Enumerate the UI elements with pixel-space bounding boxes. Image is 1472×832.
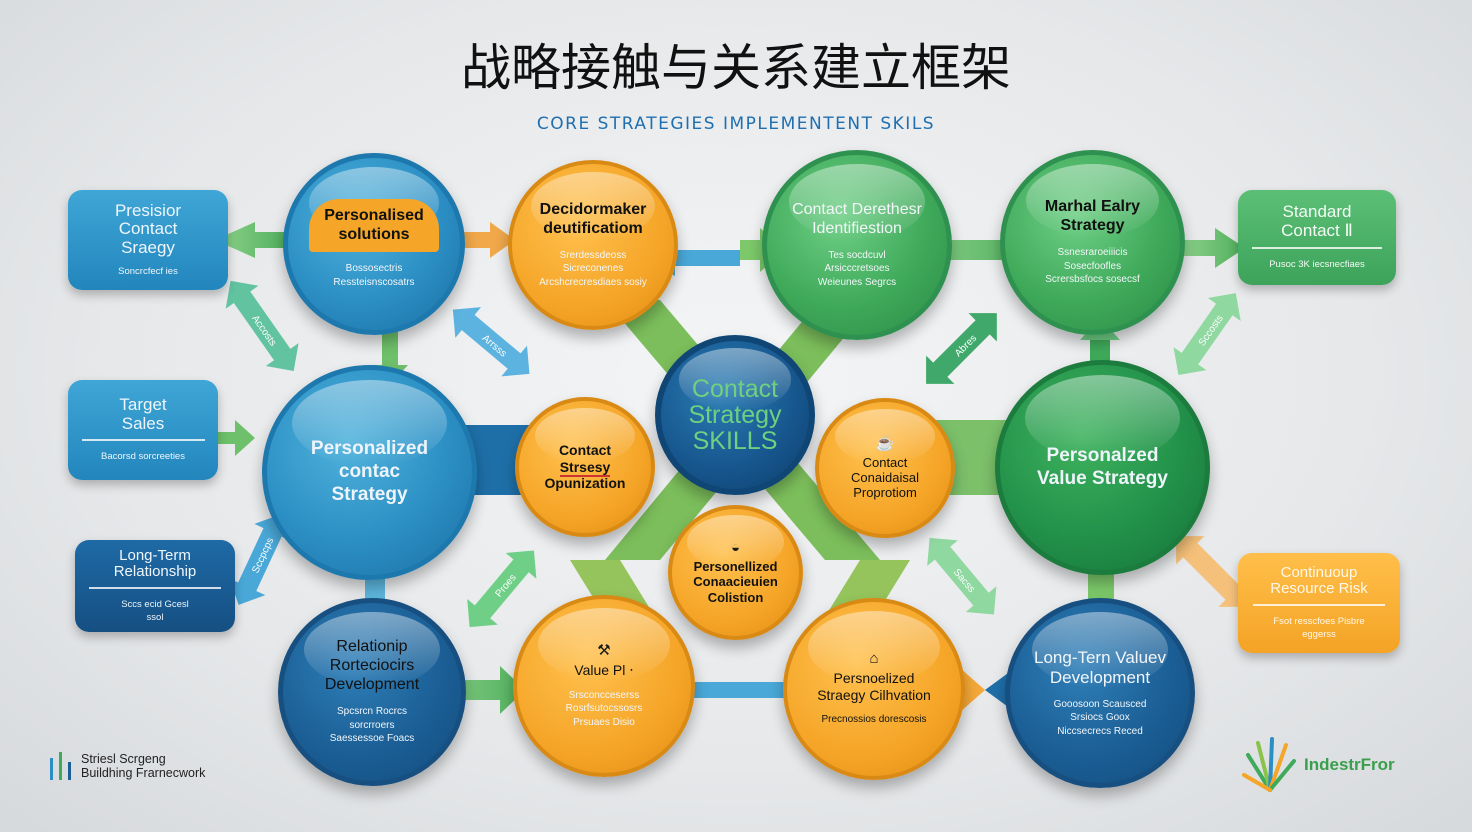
box-continuous-resource: Continuoup Resource Risk Fsot resscfoes … [1238, 553, 1400, 653]
box-title: Presisior Contact Sraegy [114, 200, 182, 257]
circle-title: Contact Conaidaisal Proprotiom [851, 454, 919, 501]
brand-text: IndestrFror [1304, 755, 1395, 774]
box-target-sales: Target Sales Bacorsd sorcreeties [68, 380, 218, 480]
brand-text: Striesl Scrgeng Buildhing Frarnecwork [81, 752, 205, 781]
diagonal-arrow [926, 313, 997, 384]
circle-personalized-contact-strategy: Personalized contac Strategy [262, 365, 477, 580]
circle-caption: Srerdessdeoss Sicreconenes Arcshcrecresd… [539, 249, 647, 288]
diagonal-arrow [225, 280, 299, 371]
circle-caption: Gooosoon Scausced Srsiocs Goox Niccsecre… [1053, 698, 1147, 737]
circle-long-term-value-development: Long-Tern Valuev Development Gooosoon Sc… [1005, 598, 1195, 788]
divider [89, 586, 221, 589]
circle-contact-optimization: Contact Strsesy Opunization [515, 397, 655, 537]
circle-title-1: Contact [558, 442, 612, 459]
circle-personalized-value-strategy: Personalzed Value Strategy [995, 360, 1210, 575]
circle-caption: Tes socdcuvl Arsicccretsoes Weieunes Seg… [817, 249, 897, 288]
box-caption: Pusoc 3K iecsnecfiaes [1269, 258, 1365, 270]
page-title: 战略接触与关系建立框架 [461, 39, 1011, 97]
circle-title: Decidormaker deutificatiom [539, 200, 647, 237]
circle-caption: Spcsrcn Rocrcs sorcrroers Saessessoe Foa… [329, 706, 415, 745]
circle-caption: Bossosectris Ressteisnscosatrs [333, 263, 415, 288]
circle-title-2: Strsesy [559, 458, 611, 477]
circle-title-3: Opunization [544, 475, 626, 492]
circle-decision-maker: Decidormaker deutificatiom Srerdessdeoss… [508, 160, 678, 330]
box-title: Standard Contact Ⅱ [1281, 202, 1353, 241]
circle-contact-proposition: ☕ Contact Conaidaisal Proprotiom [815, 398, 955, 538]
box-standard-contact: Standard Contact Ⅱ Pusoc 3K iecsnecfiaes [1238, 190, 1396, 285]
diagonal-arrow [927, 537, 997, 615]
diagonal-arrow [452, 307, 530, 377]
box-caption: Soncrcfecf ies [118, 265, 178, 277]
page-subtitle: CORE STRATEGIES IMPLEMENTENT SKILS [536, 114, 936, 134]
arrow-right [1180, 228, 1245, 268]
circle-value-pi: ⚒ Value Pl ‧ Srsconcceserss Rosrfsutocss… [513, 595, 695, 777]
brand-line-1: Striesl Scrgeng [81, 752, 166, 766]
arrow-right [460, 222, 515, 258]
circle-title: Long-Tern Valuev Development [1034, 647, 1166, 687]
diagonal-arrow [1173, 293, 1241, 376]
circle-market-entry-strategy: Marhal Ealry Strategy Ssnesraroeiiicis S… [1000, 150, 1185, 335]
circle-center-contact-strategy-skills: Contact Strategy SKILLS [655, 335, 815, 495]
center-title: Contact Strategy SKILLS [688, 374, 782, 456]
box-caption: Bacorsd sorcreeties [101, 451, 185, 463]
circle-title: Persnoelized Straegy Cilhvation [817, 670, 931, 703]
box-title: Long-Term Relationship [113, 546, 197, 581]
house-icon: ⌂ [869, 650, 879, 668]
bars-icon [50, 752, 71, 781]
circle-caption: Srsconcceserss Rosrfsutocssosrs Prsuaes … [565, 689, 643, 728]
arrow-left [648, 672, 805, 708]
fan-icon [1242, 737, 1296, 792]
hammer-icon: ⚒ [597, 641, 611, 659]
box-title: Continuoup Resource Risk [1270, 563, 1368, 598]
arrow-right [210, 420, 255, 456]
circle-contact-identification: Contact Derethesr Identifiestion Tes soc… [762, 150, 952, 340]
bowl-icon: ◒ [730, 539, 741, 556]
circle-title: Contact Derethesr Identifiestion [792, 200, 922, 237]
box-title: Target Sales [119, 394, 167, 433]
circle-personalised-solutions: Personalised solutions Bossosectris Ress… [283, 153, 465, 335]
brand-logo-right: IndestrFror [1240, 735, 1395, 795]
arrow-right [910, 226, 1035, 274]
diagonal-arrow [1176, 536, 1247, 607]
circle-strategy-cultivation: ⌂ Persnoelized Straegy Cilhvation Precno… [783, 598, 965, 780]
circle-title: Marhal Ealry Strategy [1044, 198, 1141, 235]
divider [1252, 246, 1382, 249]
circle-personalized-collection: ◒ Personellized Conaacieuien Colistion [668, 505, 803, 640]
circle-title: Personellized Conaacieuien Colistion [693, 559, 778, 605]
brand-logo-left: Striesl Scrgeng Buildhing Frarnecwork [50, 752, 205, 781]
box-long-term-relationship: Long-Term Relationship Sccs ecid Gcesl s… [75, 540, 235, 632]
divider [81, 439, 205, 442]
circle-title: Personalised solutions [309, 198, 439, 253]
circle-caption: Precnossios dorescosis [821, 714, 927, 726]
divider [1252, 603, 1386, 606]
circle-title: Relationip Rorteciocirs Development [324, 638, 420, 694]
box-caption: Sccs ecid Gcesl ssol [121, 598, 189, 623]
diagonal-arrow [467, 550, 537, 628]
circle-caption: Ssnesraroeiiicis Sosecfoofles Scrersbsfo… [1045, 247, 1140, 286]
cup-icon: ☕ [875, 434, 895, 452]
brand-line-2: Buildhing Frarnecwork [81, 766, 206, 781]
box-caption: Fsot resscfoes Pisbre eggerss [1273, 615, 1365, 640]
circle-relationship-development: Relationip Rorteciocirs Development Spcs… [278, 598, 466, 786]
circle-title: Personalized contac Strategy [310, 438, 429, 505]
diagonal-arrow [229, 514, 291, 605]
arrow-right [215, 222, 290, 258]
circle-title: Value Pl ‧ [574, 661, 634, 678]
circle-title: Personalzed Value Strategy [1037, 444, 1168, 489]
box-precision-contact: Presisior Contact Sraegy Soncrcfecf ies [68, 190, 228, 290]
arrow-right [430, 666, 525, 714]
circle-title-2-wrap: Strsesy [559, 458, 611, 477]
